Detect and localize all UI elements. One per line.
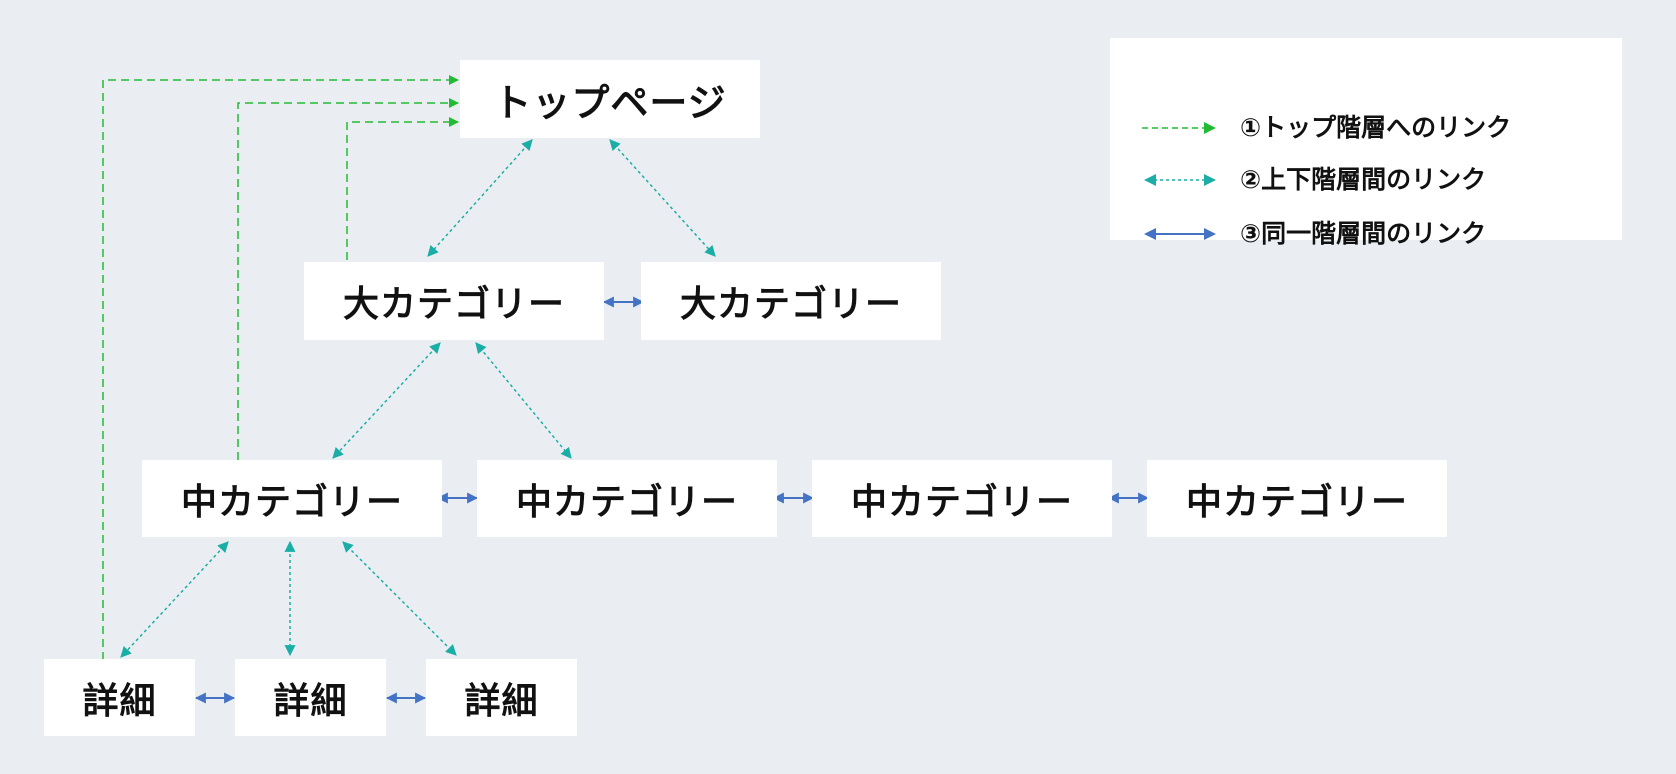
- node-top-page: トップページ: [460, 60, 760, 138]
- legend-swatch-dotted-double-arrow: [1144, 174, 1216, 186]
- legend-item-top-link: ①トップ階層へのリンク: [1110, 108, 1622, 148]
- legend: ①トップ階層へのリンク ②上下階層間のリンク ③同一階層間のリンク: [1110, 38, 1622, 248]
- vertical-link-large-medium-2: [475, 342, 572, 459]
- node-detail-2: 詳細: [235, 659, 386, 736]
- top-link-from-large: [346, 117, 459, 260]
- vertical-link-top-large-1: [427, 139, 533, 257]
- node-large-category-2: 大カテゴリー: [641, 262, 941, 340]
- legend-item-same-level-link: ③同一階層間のリンク: [1110, 214, 1622, 254]
- vertical-link-medium-detail-3: [342, 541, 457, 656]
- node-large-category-1: 大カテゴリー: [304, 262, 604, 340]
- node-medium-category-3: 中カテゴリー: [812, 460, 1112, 537]
- legend-swatch-solid-double-arrow: [1144, 228, 1216, 240]
- node-medium-category-1: 中カテゴリー: [142, 460, 442, 537]
- node-detail-1: 詳細: [44, 659, 195, 736]
- node-medium-category-2: 中カテゴリー: [477, 460, 777, 537]
- top-link-from-medium: [237, 98, 459, 460]
- legend-label-top-link: ①トップ階層へのリンク: [1240, 113, 1512, 142]
- vertical-link-large-medium-1: [332, 342, 441, 459]
- vertical-link-top-large-2: [609, 139, 716, 257]
- legend-swatch-dashed-arrow: [1142, 122, 1216, 134]
- legend-item-vertical-link: ②上下階層間のリンク: [1110, 160, 1622, 200]
- node-medium-category-4: 中カテゴリー: [1147, 460, 1447, 537]
- vertical-link-medium-detail-1: [120, 541, 229, 658]
- legend-label-vertical-link: ②上下階層間のリンク: [1240, 165, 1487, 194]
- node-detail-3: 詳細: [426, 659, 577, 736]
- legend-label-same-level-link: ③同一階層間のリンク: [1240, 219, 1487, 248]
- top-link-from-detail: [102, 75, 459, 660]
